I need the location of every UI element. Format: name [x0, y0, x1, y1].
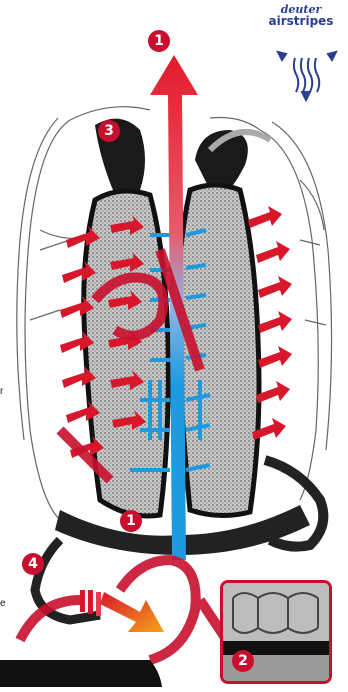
backpack-diagram: deuter airstripes 1 3 1 4 2 r e — [0, 0, 348, 687]
bottom-banner — [0, 0, 348, 687]
